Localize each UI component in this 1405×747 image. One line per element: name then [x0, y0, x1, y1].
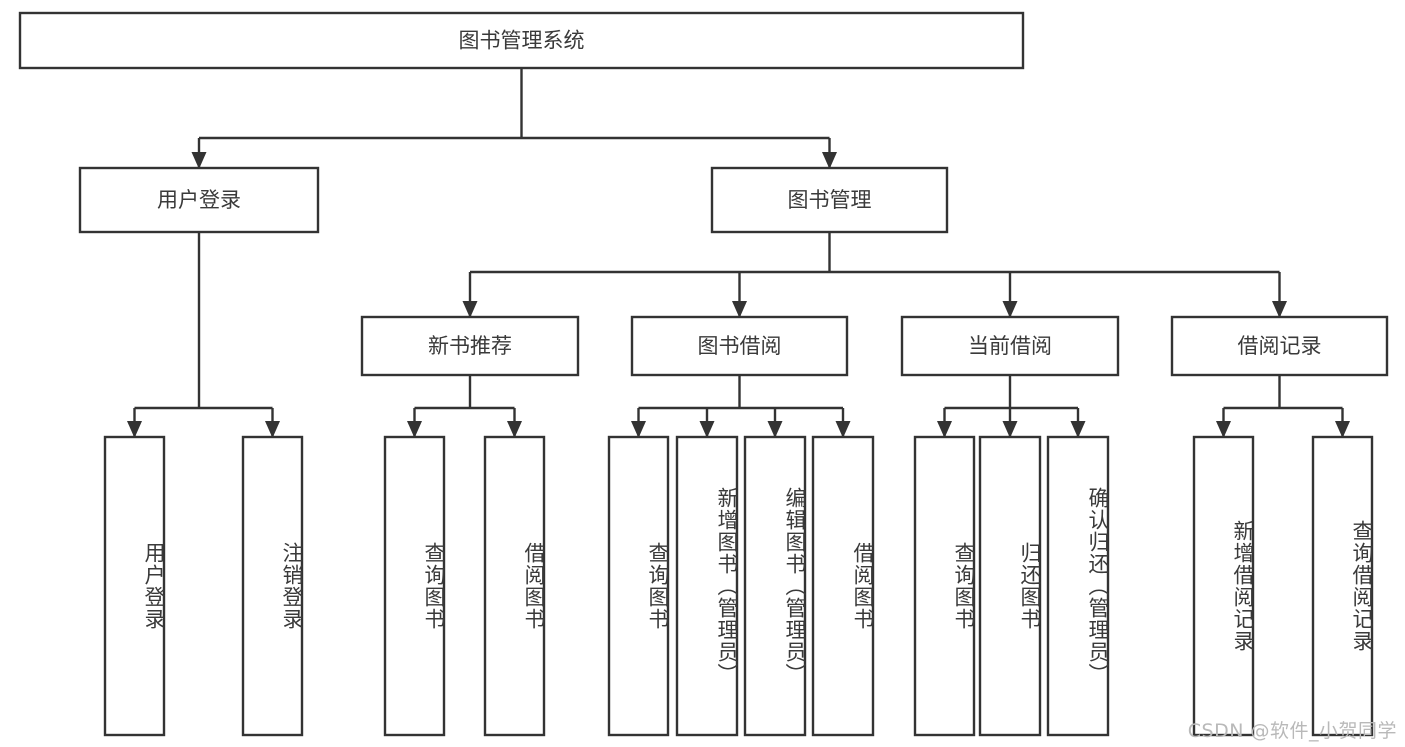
arrow-head-book-manage-1	[732, 301, 747, 318]
watermark-text: CSDN @软件_小贺同学	[1187, 720, 1397, 742]
node-label-borrow-record: 借阅记录	[1238, 334, 1322, 358]
node-box-leaf-edit-book[interactable]	[743, 435, 807, 737]
node-box-book-manage[interactable]	[710, 166, 949, 234]
arrow-head-book-borrow-1	[699, 421, 715, 438]
node-box-leaf-query-book-rec[interactable]	[383, 435, 446, 737]
arrow-head-current-borrow-2	[1070, 421, 1086, 438]
arrow-head-book-borrow-0	[631, 421, 646, 438]
arrow-head-user-login-0	[127, 421, 142, 438]
node-box-leaf-query-book[interactable]	[607, 435, 670, 737]
node-label-current-borrow: 当前借阅	[968, 334, 1052, 358]
node-box-leaf-user-login[interactable]	[103, 435, 166, 737]
node-box-leaf-borrow-book[interactable]	[811, 435, 875, 737]
node-box-root[interactable]	[18, 11, 1025, 70]
arrow-head-user-login-1	[265, 421, 280, 438]
node-label-user-login: 用户登录	[157, 188, 241, 212]
node-box-leaf-query-book-cur[interactable]	[913, 435, 976, 737]
arrow-head-book-manage-3	[1272, 301, 1287, 318]
node-box-leaf-confirm-return[interactable]	[1046, 435, 1110, 737]
node-box-leaf-return-book[interactable]	[978, 435, 1042, 737]
node-label-book-borrow: 图书借阅	[698, 334, 782, 358]
arrow-head-current-borrow-0	[937, 421, 952, 438]
node-box-current-borrow[interactable]	[900, 315, 1120, 377]
node-box-book-borrow[interactable]	[630, 315, 849, 377]
node-box-new-book-rec[interactable]	[360, 315, 580, 377]
arrow-head-book-borrow-2	[767, 421, 783, 438]
arrow-head-borrow-record-1	[1335, 421, 1350, 438]
arrow-head-root-0	[191, 152, 207, 169]
arrow-head-current-borrow-1	[1002, 421, 1018, 438]
node-box-borrow-record[interactable]	[1170, 315, 1389, 377]
arrow-head-borrow-record-0	[1216, 421, 1231, 438]
node-label-book-manage: 图书管理	[788, 188, 872, 212]
node-box-layer	[18, 11, 1389, 737]
node-box-leaf-add-book[interactable]	[675, 435, 739, 737]
node-label-new-book-rec: 新书推荐	[428, 334, 512, 358]
arrow-head-root-1	[822, 152, 837, 169]
arrow-head-book-manage-2	[1002, 301, 1018, 318]
node-box-leaf-add-record[interactable]	[1192, 435, 1255, 737]
node-box-leaf-user-logout[interactable]	[241, 435, 304, 737]
arrow-head-new-book-rec-1	[507, 421, 522, 438]
arrow-head-book-borrow-3	[835, 421, 851, 438]
node-label-root: 图书管理系统	[459, 29, 585, 53]
node-box-leaf-query-record[interactable]	[1311, 435, 1374, 737]
node-box-leaf-borrow-book-rec[interactable]	[483, 435, 546, 737]
arrow-head-new-book-rec-0	[407, 421, 422, 438]
node-box-user-login[interactable]	[78, 166, 320, 234]
connector-layer	[127, 68, 1350, 438]
arrow-head-book-manage-0	[462, 301, 478, 318]
